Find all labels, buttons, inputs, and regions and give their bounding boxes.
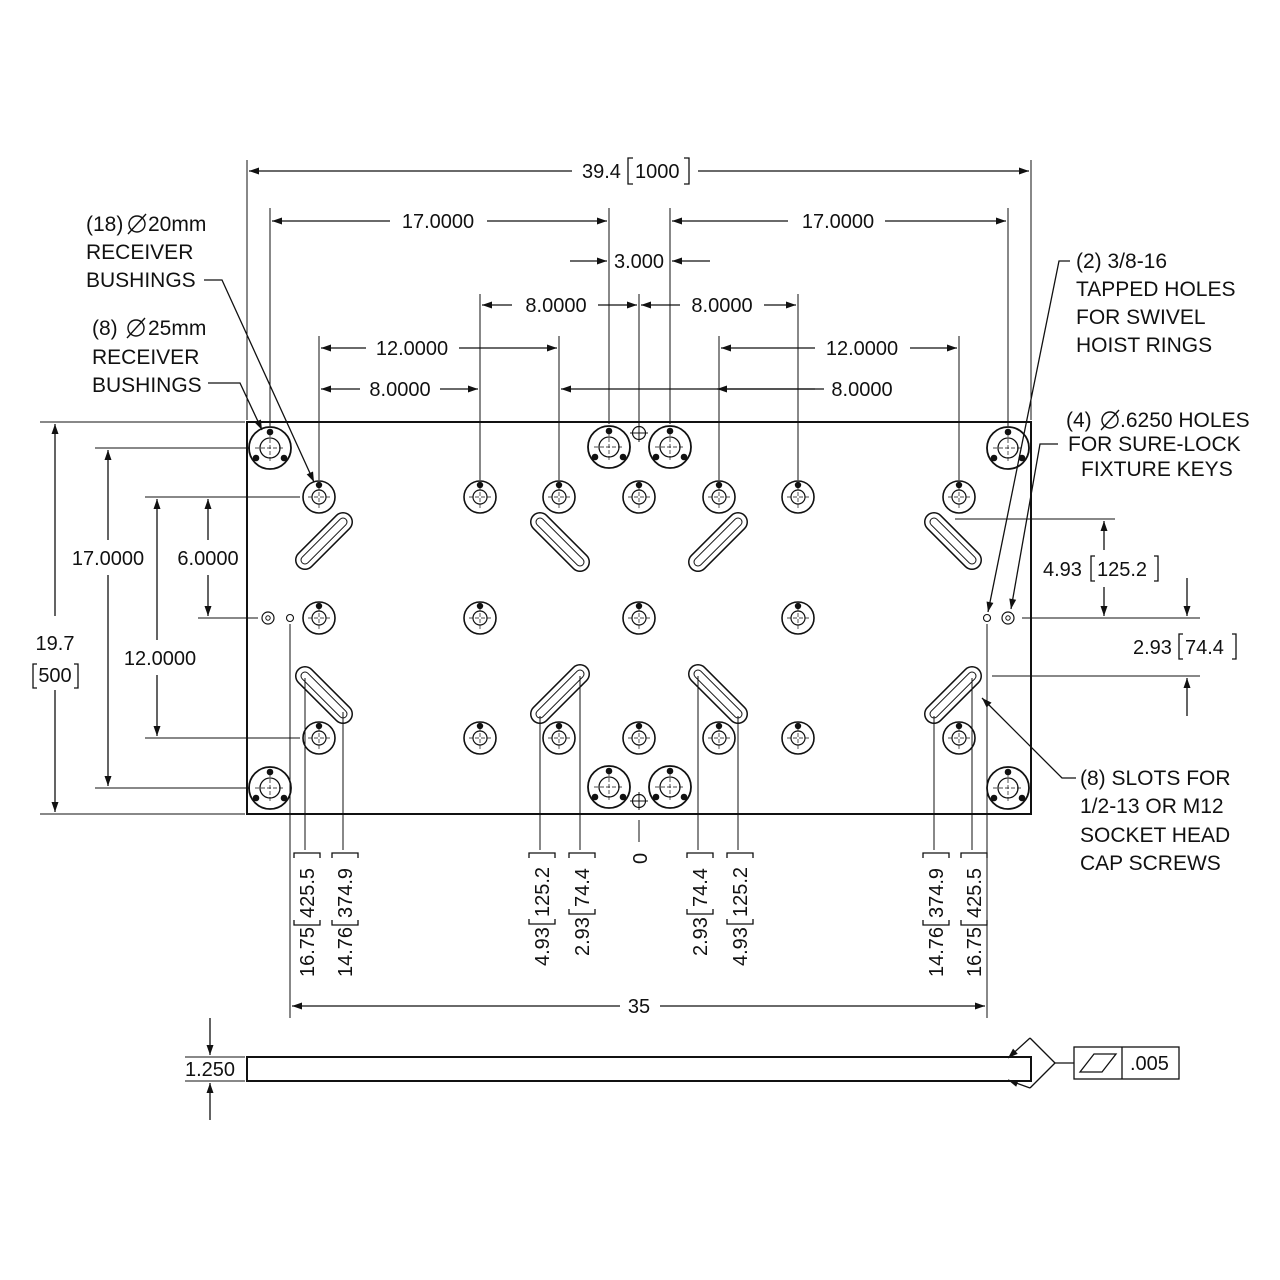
dim-left-8-lower: 8.0000	[321, 379, 478, 401]
svg-text:(8): (8)	[92, 317, 118, 340]
dim-left-v12: 12.0000	[124, 499, 196, 736]
svg-text:4.93: 4.93	[1043, 559, 1082, 581]
slots	[295, 512, 982, 724]
note-tapped-holes: (2) 3/8-16 TAPPED HOLES FOR SWIVEL HOIST…	[986, 250, 1236, 613]
svg-text:16.75: 16.75	[964, 927, 986, 977]
diameter-icon	[1100, 409, 1120, 431]
svg-text:74.4: 74.4	[1185, 637, 1224, 659]
left-extension-lines	[40, 421, 300, 815]
dim-right-8-upper: 8.0000	[641, 295, 796, 317]
right-extension-lines	[955, 518, 1200, 677]
svg-text:CAP SCREWS: CAP SCREWS	[1080, 852, 1221, 875]
dim-thickness: 1.250	[185, 1018, 245, 1120]
svg-text:17.0000: 17.0000	[802, 211, 874, 233]
svg-text:(4): (4)	[1066, 409, 1092, 432]
svg-text:425.5: 425.5	[964, 868, 986, 918]
svg-text:74.4: 74.4	[690, 868, 712, 907]
svg-text:FOR SWIVEL: FOR SWIVEL	[1076, 306, 1206, 329]
flatness-icon	[1078, 1053, 1118, 1073]
dim-overall-height: 19.7 500	[32, 424, 79, 812]
dim-left-v6: 6.0000	[177, 499, 239, 616]
top-extension-lines	[246, 160, 1032, 480]
dim-right-493: 4.93 125.2	[1043, 521, 1159, 616]
svg-text:8.0000: 8.0000	[691, 295, 752, 317]
svg-text:HOIST RINGS: HOIST RINGS	[1076, 334, 1212, 357]
svg-text:25mm: 25mm	[148, 317, 206, 340]
dim-width-in: 39.4	[582, 161, 621, 183]
svg-text:BUSHINGS: BUSHINGS	[92, 374, 202, 397]
svg-text:RECEIVER: RECEIVER	[86, 241, 193, 264]
dim-right-12: 12.0000	[721, 338, 957, 360]
svg-text:SOCKET HEAD: SOCKET HEAD	[1080, 824, 1230, 847]
dim-height-in: 19.7	[36, 633, 75, 655]
dim-height-mm: 500	[38, 665, 71, 687]
dim-width-mm: 1000	[635, 161, 680, 183]
svg-text:8.0000: 8.0000	[831, 379, 892, 401]
svg-text:(8) SLOTS FOR: (8) SLOTS FOR	[1080, 767, 1231, 790]
svg-text:.6250 HOLES: .6250 HOLES	[1120, 409, 1250, 432]
svg-text:RECEIVER: RECEIVER	[92, 346, 199, 369]
dim-right-8-lower: 8.0000	[561, 379, 893, 401]
svg-text:14.76: 14.76	[335, 927, 357, 977]
svg-text:35: 35	[628, 996, 650, 1018]
svg-text:12.0000: 12.0000	[826, 338, 898, 360]
svg-text:425.5: 425.5	[297, 868, 319, 918]
svg-text:6.0000: 6.0000	[177, 548, 238, 570]
svg-text:17.0000: 17.0000	[402, 211, 474, 233]
svg-text:FIXTURE KEYS: FIXTURE KEYS	[1081, 458, 1233, 481]
svg-text:14.76: 14.76	[926, 927, 948, 977]
fixture-key-holes	[261, 611, 1015, 625]
svg-text:(18): (18)	[86, 213, 123, 236]
dim-right-293: 2.93 74.4	[1133, 578, 1237, 716]
svg-text:125.2: 125.2	[532, 867, 554, 917]
dim-left-17: 17.0000	[272, 211, 607, 233]
flatness-leader	[1007, 1037, 1074, 1089]
note-fixture-keys: (4) .6250 HOLES FOR SURE-LOCK FIXTURE KE…	[1009, 409, 1250, 610]
svg-text:374.9: 374.9	[335, 868, 357, 918]
svg-text:4.93: 4.93	[730, 927, 752, 966]
svg-text:TAPPED HOLES: TAPPED HOLES	[1076, 278, 1236, 301]
dim-right-17: 17.0000	[672, 211, 1006, 233]
svg-text:374.9: 374.9	[926, 868, 948, 918]
dim-center-3: 3.000	[570, 251, 710, 273]
svg-text:125.2: 125.2	[1097, 559, 1147, 581]
svg-text:1.250: 1.250	[185, 1059, 235, 1081]
dim-left-12: 12.0000	[321, 338, 557, 360]
note-bushings-25: (8) 25mm RECEIVER BUSHINGS	[92, 317, 263, 431]
svg-text:12.0000: 12.0000	[376, 338, 448, 360]
bottom-rotated-labels: 16.75 425.5 14.76 374.9 4.93 125.2 2.93 …	[293, 852, 988, 977]
svg-text:BUSHINGS: BUSHINGS	[86, 269, 196, 292]
svg-text:(2) 3/8-16: (2) 3/8-16	[1076, 250, 1167, 273]
flatness-tolerance: .005	[1130, 1053, 1169, 1075]
svg-text:17.0000: 17.0000	[72, 548, 144, 570]
svg-text:0: 0	[630, 853, 652, 864]
diameter-icon	[127, 213, 147, 235]
svg-text:125.2: 125.2	[730, 867, 752, 917]
svg-text:2.93: 2.93	[690, 917, 712, 956]
svg-text:8.0000: 8.0000	[369, 379, 430, 401]
svg-text:2.93: 2.93	[572, 917, 594, 956]
dim-bottom-span: 35	[292, 996, 985, 1018]
svg-text:1/2-13 OR M12: 1/2-13 OR M12	[1080, 795, 1224, 818]
svg-text:74.4: 74.4	[572, 868, 594, 907]
bottom-extension-lines	[289, 624, 988, 1018]
note-slots: (8) SLOTS FOR 1/2-13 OR M12 SOCKET HEAD …	[981, 697, 1231, 875]
svg-text:3.000: 3.000	[614, 251, 664, 273]
svg-text:12.0000: 12.0000	[124, 648, 196, 670]
svg-text:16.75: 16.75	[297, 927, 319, 977]
svg-text:FOR SURE-LOCK: FOR SURE-LOCK	[1068, 433, 1241, 456]
dim-overall-width: 39.4 1000	[249, 157, 1029, 185]
svg-text:4.93: 4.93	[532, 927, 554, 966]
side-view-plate	[246, 1056, 1032, 1082]
svg-text:2.93: 2.93	[1133, 637, 1172, 659]
dim-left-v17: 17.0000	[72, 450, 144, 786]
dim-left-8-upper: 8.0000	[482, 295, 637, 317]
svg-text:8.0000: 8.0000	[525, 295, 586, 317]
svg-text:20mm: 20mm	[148, 213, 206, 236]
note-bushings-20: (18) 20mm RECEIVER BUSHINGS	[86, 213, 315, 483]
diameter-icon	[126, 317, 146, 339]
flatness-frame: .005	[1073, 1046, 1180, 1080]
